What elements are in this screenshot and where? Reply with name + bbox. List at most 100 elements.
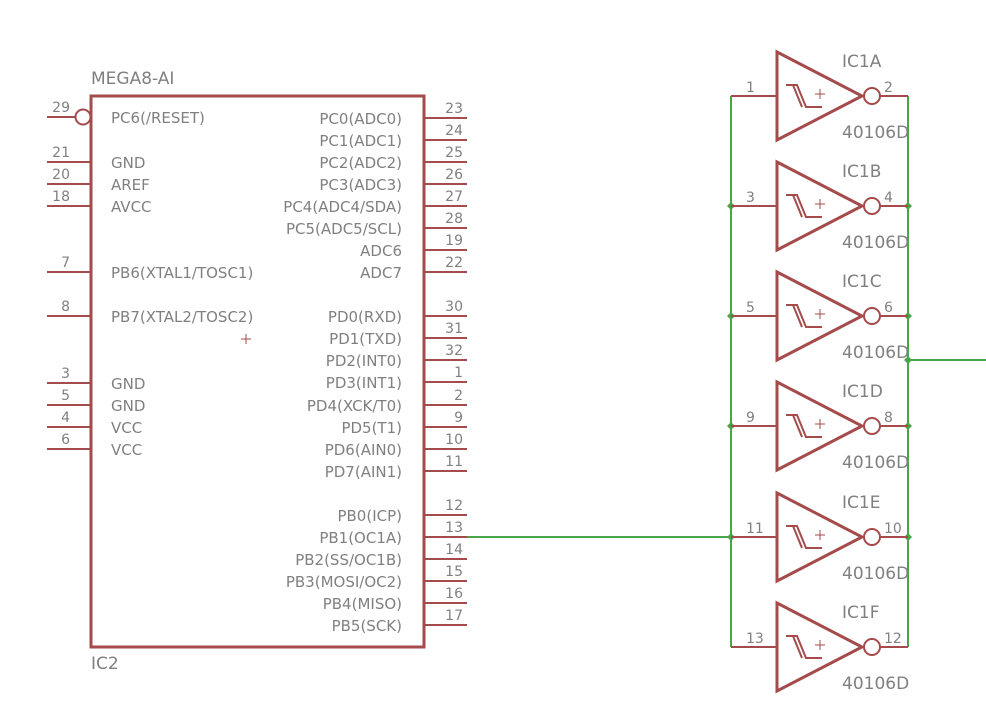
pin-label: AREF (111, 176, 150, 194)
pin-number: 12 (445, 498, 463, 514)
inverter-triangle (775, 159, 866, 253)
gate-value-label: 40106D (842, 674, 909, 694)
pin-number: 10 (445, 432, 463, 448)
pin-label: PD2(INT0) (326, 352, 402, 370)
pin-label: GND (111, 375, 145, 393)
pin-label: PB7(XTAL2/TOSC2) (111, 308, 253, 326)
pin-number: 11 (445, 454, 463, 470)
plus-icon (815, 530, 825, 540)
gate-name-label: IC1E (842, 493, 880, 513)
pin-number: 7 (61, 255, 70, 271)
pin-number: 22 (445, 255, 463, 271)
gate-value-label: 40106D (842, 123, 909, 143)
inversion-bubble-icon (863, 638, 881, 656)
hysteresis-icon (786, 635, 822, 659)
nets[interactable] (467, 96, 986, 647)
mcu-body (89, 94, 426, 649)
output-pin-number: 4 (884, 190, 893, 206)
gate-value-label: 40106D (842, 233, 909, 253)
pin-number: 3 (61, 366, 70, 382)
pin-number: 13 (445, 520, 463, 536)
pin-label: PB0(ICP) (337, 507, 402, 525)
pin-number: 32 (445, 343, 463, 359)
pin-label: PB1(OC1A) (319, 529, 402, 547)
output-pin-number: 2 (884, 80, 893, 96)
pin-number: 17 (445, 608, 463, 624)
pin-label: PB2(SS/OC1B) (295, 551, 402, 569)
pin-label: PD6(AIN0) (325, 441, 402, 459)
input-pin-number: 5 (746, 300, 755, 316)
pin-number: 20 (52, 167, 70, 183)
pin-label: PB6(XTAL1/TOSC1) (111, 264, 253, 282)
mcu-symbol[interactable]: MEGA8-AIIC229PC6(/RESET)21GND20AREF18AVC… (47, 69, 467, 674)
pin-number: 24 (445, 123, 463, 139)
pin-number: 18 (52, 189, 70, 205)
pin-label: PD7(AIN1) (325, 463, 402, 481)
gate-name-label: IC1C (842, 272, 882, 292)
input-pin-number: 11 (746, 521, 764, 537)
pin-label: GND (111, 154, 145, 172)
pin-number: 31 (445, 321, 463, 337)
gate-value-label: 40106D (842, 564, 909, 584)
pin-label: PC3(ADC3) (319, 176, 402, 194)
inverter-triangle (775, 269, 866, 363)
pin-label: PC5(ADC5/SCL) (286, 220, 402, 238)
hysteresis-icon (786, 414, 822, 438)
output-pin-number: 12 (884, 631, 902, 647)
inverter-triangle (775, 600, 866, 694)
pin-label: VCC (111, 441, 142, 459)
pin-label: VCC (111, 419, 142, 437)
inversion-bubble-icon (863, 87, 881, 105)
pin-number: 15 (445, 564, 463, 580)
pin-number: 26 (445, 167, 463, 183)
gate-name-label: IC1F (842, 603, 879, 623)
schmitt-inverter-ic1f[interactable]: IC1F 40106D 13 12 (731, 600, 909, 694)
hysteresis-icon (786, 304, 822, 328)
origin-cross-icon (241, 334, 251, 344)
plus-icon (815, 89, 825, 99)
pin-number: 27 (445, 189, 463, 205)
pin-label: PC2(ADC2) (319, 154, 402, 172)
pin-label: PB3(MOSI/OC2) (286, 573, 402, 591)
pin-label: PC4(ADC4/SDA) (283, 198, 402, 216)
input-pin-number: 13 (746, 631, 764, 647)
